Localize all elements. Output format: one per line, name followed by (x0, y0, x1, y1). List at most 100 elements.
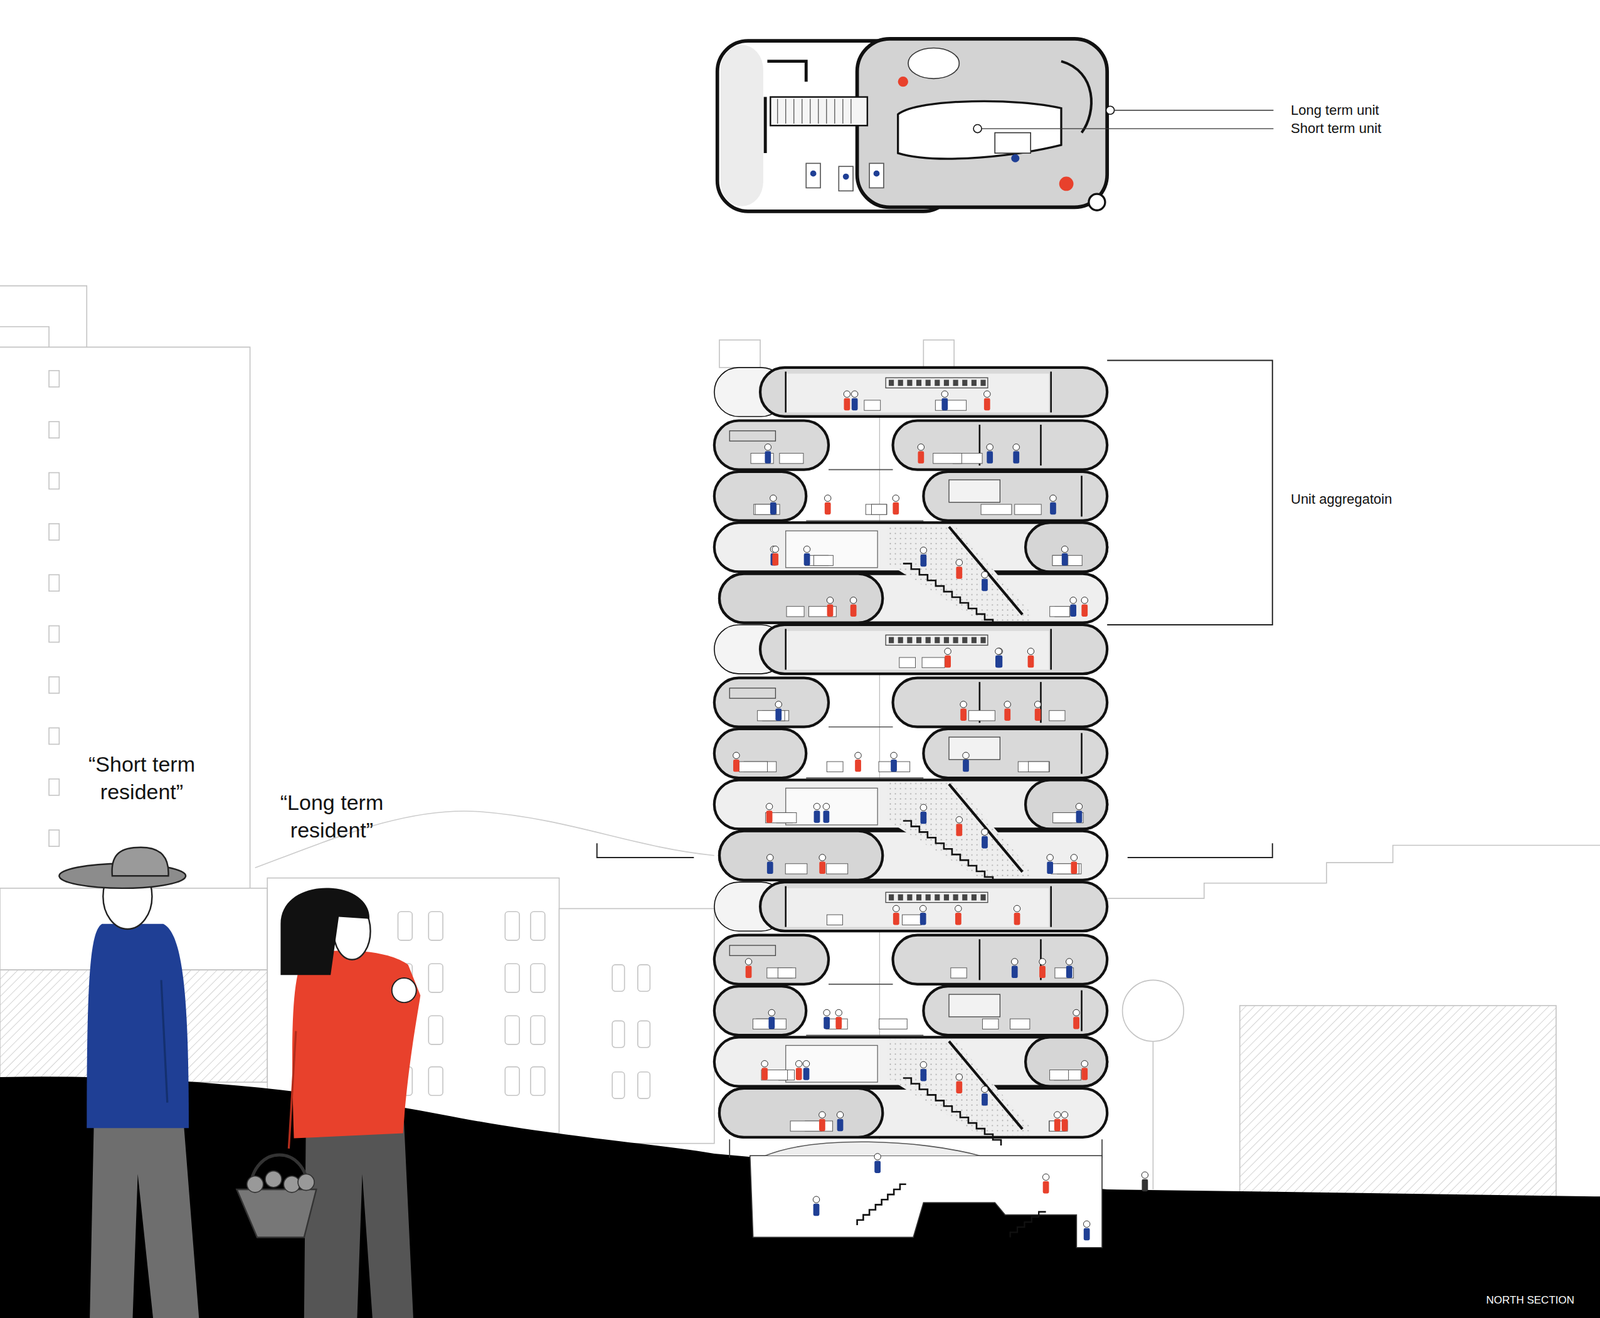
plan-step (826, 99, 827, 124)
roof-element (923, 339, 954, 368)
resident-head (1039, 958, 1046, 965)
unit-pill (719, 1088, 1108, 1138)
unit-pill (719, 831, 883, 880)
furniture (865, 504, 887, 515)
resident-figure (944, 655, 951, 668)
resident-head (984, 390, 991, 398)
resident-head (795, 1060, 802, 1067)
window (48, 727, 59, 744)
window (530, 1015, 546, 1045)
furniture (826, 863, 848, 874)
unit-pill (714, 678, 829, 727)
resident-figure (1004, 708, 1011, 721)
furniture (779, 453, 804, 464)
resident-head (775, 701, 782, 708)
resident-head (826, 597, 833, 604)
resident-figure (955, 823, 963, 837)
resident-figure (1070, 861, 1077, 875)
wall (1049, 886, 1052, 928)
resident-figure (962, 759, 970, 773)
kitchen (948, 736, 1000, 760)
plan-room (719, 127, 949, 207)
window (504, 911, 520, 941)
resident-head (944, 647, 951, 655)
resident-figure (761, 1067, 768, 1081)
shelf-item (906, 894, 912, 901)
window (48, 523, 59, 541)
stair (857, 1184, 907, 1225)
resident-head (1013, 905, 1020, 912)
resident-figure (1039, 965, 1046, 979)
figure-label: “Long term resident” (237, 788, 426, 844)
stair-void (887, 1039, 1031, 1136)
room (785, 530, 878, 568)
resident-head (770, 494, 777, 502)
resident-head (917, 444, 924, 451)
balcony-floor (828, 983, 893, 985)
stair (903, 1078, 1002, 1146)
resident-head (892, 494, 899, 502)
balcony-floor (805, 777, 924, 779)
shelf-item (962, 379, 968, 386)
stair-slab (948, 1041, 1023, 1129)
leader-label: Short term unit (1290, 119, 1492, 138)
resident-figure (850, 603, 857, 617)
resident-figure (1046, 861, 1054, 875)
resident-figure (986, 450, 993, 464)
furniture (1017, 761, 1050, 772)
plan-resident (873, 170, 880, 177)
shelf-item (906, 637, 912, 644)
resident-figure (837, 1118, 844, 1132)
resident-figure (981, 578, 988, 592)
fruit (247, 1176, 264, 1193)
resident-hands (392, 977, 417, 1003)
resident-head (920, 1061, 927, 1068)
leader-dot (973, 124, 982, 133)
resident-head (813, 802, 820, 810)
resident-figure (1049, 502, 1057, 515)
balcony-floor (805, 519, 924, 522)
plan-resident (810, 170, 817, 177)
furniture (738, 761, 768, 772)
resident-figure (1012, 450, 1020, 464)
plan-table (908, 47, 959, 79)
window (48, 472, 59, 489)
furniture (1014, 504, 1042, 515)
resident-figure (766, 810, 773, 823)
unit-pill (1025, 1036, 1108, 1086)
unit-pill (923, 985, 1108, 1035)
resident-head (812, 1196, 820, 1203)
wall (784, 628, 787, 670)
resident-figure (854, 759, 862, 773)
window (637, 1020, 651, 1047)
unit-pill (714, 935, 829, 985)
resident-head (874, 1153, 881, 1160)
furniture (786, 606, 805, 617)
resident-figure (745, 965, 753, 979)
window (637, 1071, 651, 1099)
furniture (879, 1018, 908, 1029)
resident-head (1046, 854, 1054, 861)
shelf-item (943, 894, 949, 901)
furniture (980, 504, 1012, 515)
shelf (885, 377, 988, 388)
resident-figure (917, 450, 924, 464)
resident-head (1070, 597, 1077, 604)
bracket-label: Unit aggregatoin (1290, 490, 1492, 509)
plan-resident (1011, 154, 1020, 163)
furniture (1049, 710, 1065, 721)
resident-head (893, 905, 900, 912)
shelf-item (925, 637, 931, 644)
window (637, 964, 651, 991)
unit-pill (893, 420, 1108, 470)
resident-head (962, 752, 970, 759)
resident-figure (813, 1203, 820, 1217)
resident-figure (1081, 1067, 1088, 1081)
resident-head (981, 571, 988, 578)
shelf-item (898, 894, 904, 901)
furniture (1010, 1018, 1030, 1029)
room (785, 373, 1050, 413)
resident-figure (981, 1093, 988, 1106)
furniture (826, 761, 843, 772)
resident-figure (824, 502, 832, 515)
